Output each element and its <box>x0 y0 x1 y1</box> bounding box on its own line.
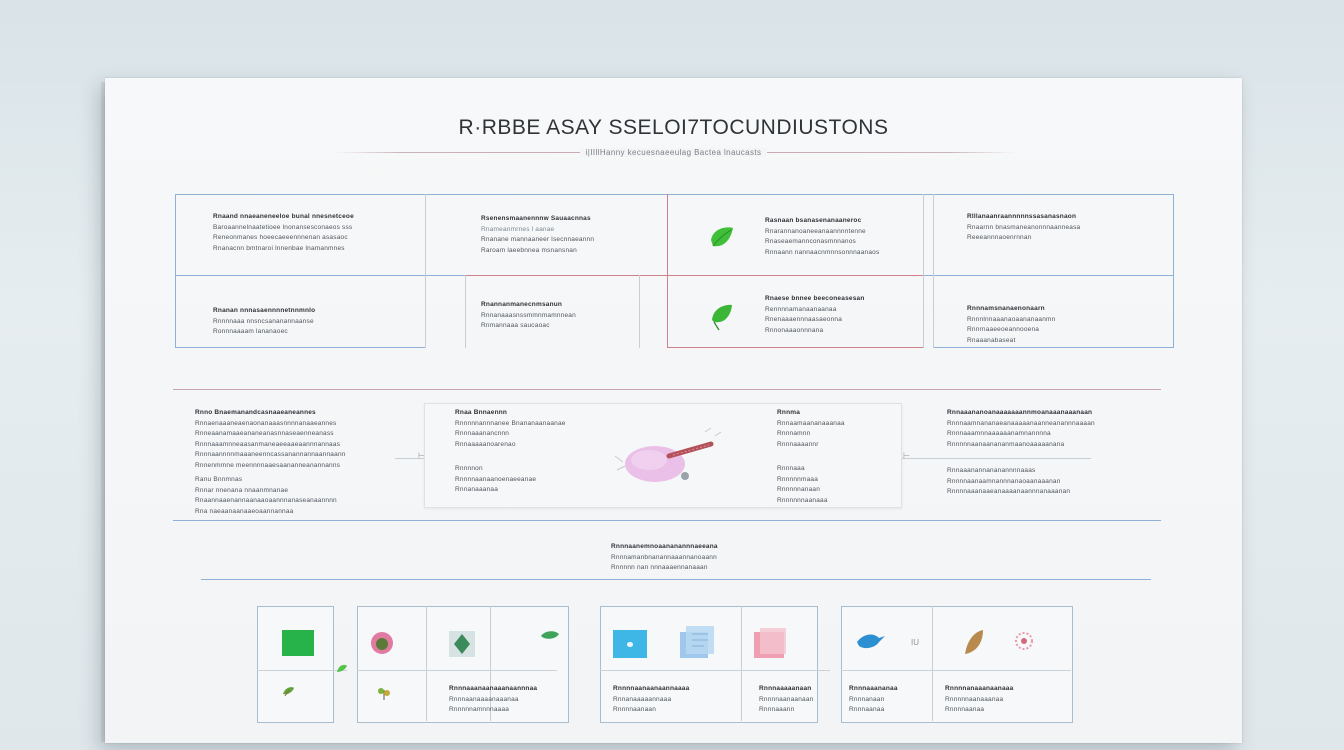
box-divider <box>357 670 557 671</box>
blue-block-dot <box>627 642 633 647</box>
small-glyph-icon: IU <box>911 638 919 647</box>
middle-left-column: Rnno Bnaemanandcasnaaeaneannes Rnnaenaaa… <box>195 409 346 515</box>
board-edge <box>101 82 107 742</box>
bottom-box-3 <box>600 606 818 723</box>
grid-vline <box>425 194 426 348</box>
grid-vline <box>175 194 176 348</box>
grid-vline <box>465 275 466 348</box>
pink-folder-icon <box>754 628 786 658</box>
box-divider <box>600 670 830 671</box>
middle-bottom-line <box>173 520 1161 521</box>
green-block-icon <box>282 630 314 656</box>
bottom-box-2 <box>357 606 569 723</box>
bird-icon <box>857 634 885 649</box>
bottom-box-1 <box>257 606 334 723</box>
leaf-icon <box>711 227 733 247</box>
bottom-divider-line <box>201 579 1151 580</box>
box-divider <box>257 670 347 671</box>
grid-vline <box>667 194 668 348</box>
plant-icon <box>378 688 390 700</box>
connector-node: ⊢ <box>903 451 910 460</box>
presentation-board: R·RBBE ASAY SSELOI7TOCUNDIUSTONS i|IIllH… <box>105 78 1242 743</box>
grid-bottom-line-red <box>667 347 923 348</box>
board-title: R·RBBE ASAY SSELOI7TOCUNDIUSTONS <box>458 116 889 139</box>
shell-icon <box>965 630 983 654</box>
connector-node: ⊢ <box>418 451 425 460</box>
grid-mid-line-left <box>175 275 465 276</box>
grid-vline <box>1173 194 1174 348</box>
grid-vline <box>639 275 640 348</box>
grid-vline <box>923 194 924 348</box>
grid-top-line <box>175 194 1173 195</box>
middle-top-line <box>173 389 1161 390</box>
flower-icon <box>1015 632 1033 650</box>
grid-mid-line-red <box>465 275 923 276</box>
bottom-box-4 <box>841 606 1073 723</box>
flower-icon <box>371 632 393 654</box>
center-panel-right-text: Rnnma Rnnaamaananaaanaa Rnnnamnn Rnnnaaa… <box>777 409 845 504</box>
box-divider <box>932 606 933 721</box>
box-divider <box>426 606 427 721</box>
center-panel-left-text: Rnaa Bnnaennn Rnnnnnannnanee Bnananaanaa… <box>455 409 566 493</box>
leaf-icon <box>541 631 559 639</box>
grid-vline <box>933 194 934 348</box>
box-divider <box>490 606 491 721</box>
board-subtitle: i|IIllHanny kecuesnaeeulag Bactea lnauca… <box>105 148 1242 157</box>
sprout-icon <box>337 664 347 672</box>
grid-bottom-line-right <box>933 347 1173 348</box>
grid-bottom-line-left <box>175 347 425 348</box>
specimen-illustration <box>614 427 722 482</box>
box-divider <box>741 606 742 721</box>
sprout-icon <box>283 687 294 697</box>
leaf-card-icon <box>449 631 475 657</box>
middle-right-column: Rnnaaananoanaaaaaaannmoanaaanaaanaan Rnn… <box>947 409 1095 495</box>
document-stack-icon <box>680 626 714 658</box>
leaf-icon <box>712 304 732 331</box>
box-divider <box>841 670 1071 671</box>
center-note: Rnnnaanemnoaananannnaeeana Rnnnamanbnana… <box>611 543 718 571</box>
grid-mid-line-right <box>923 275 1173 276</box>
